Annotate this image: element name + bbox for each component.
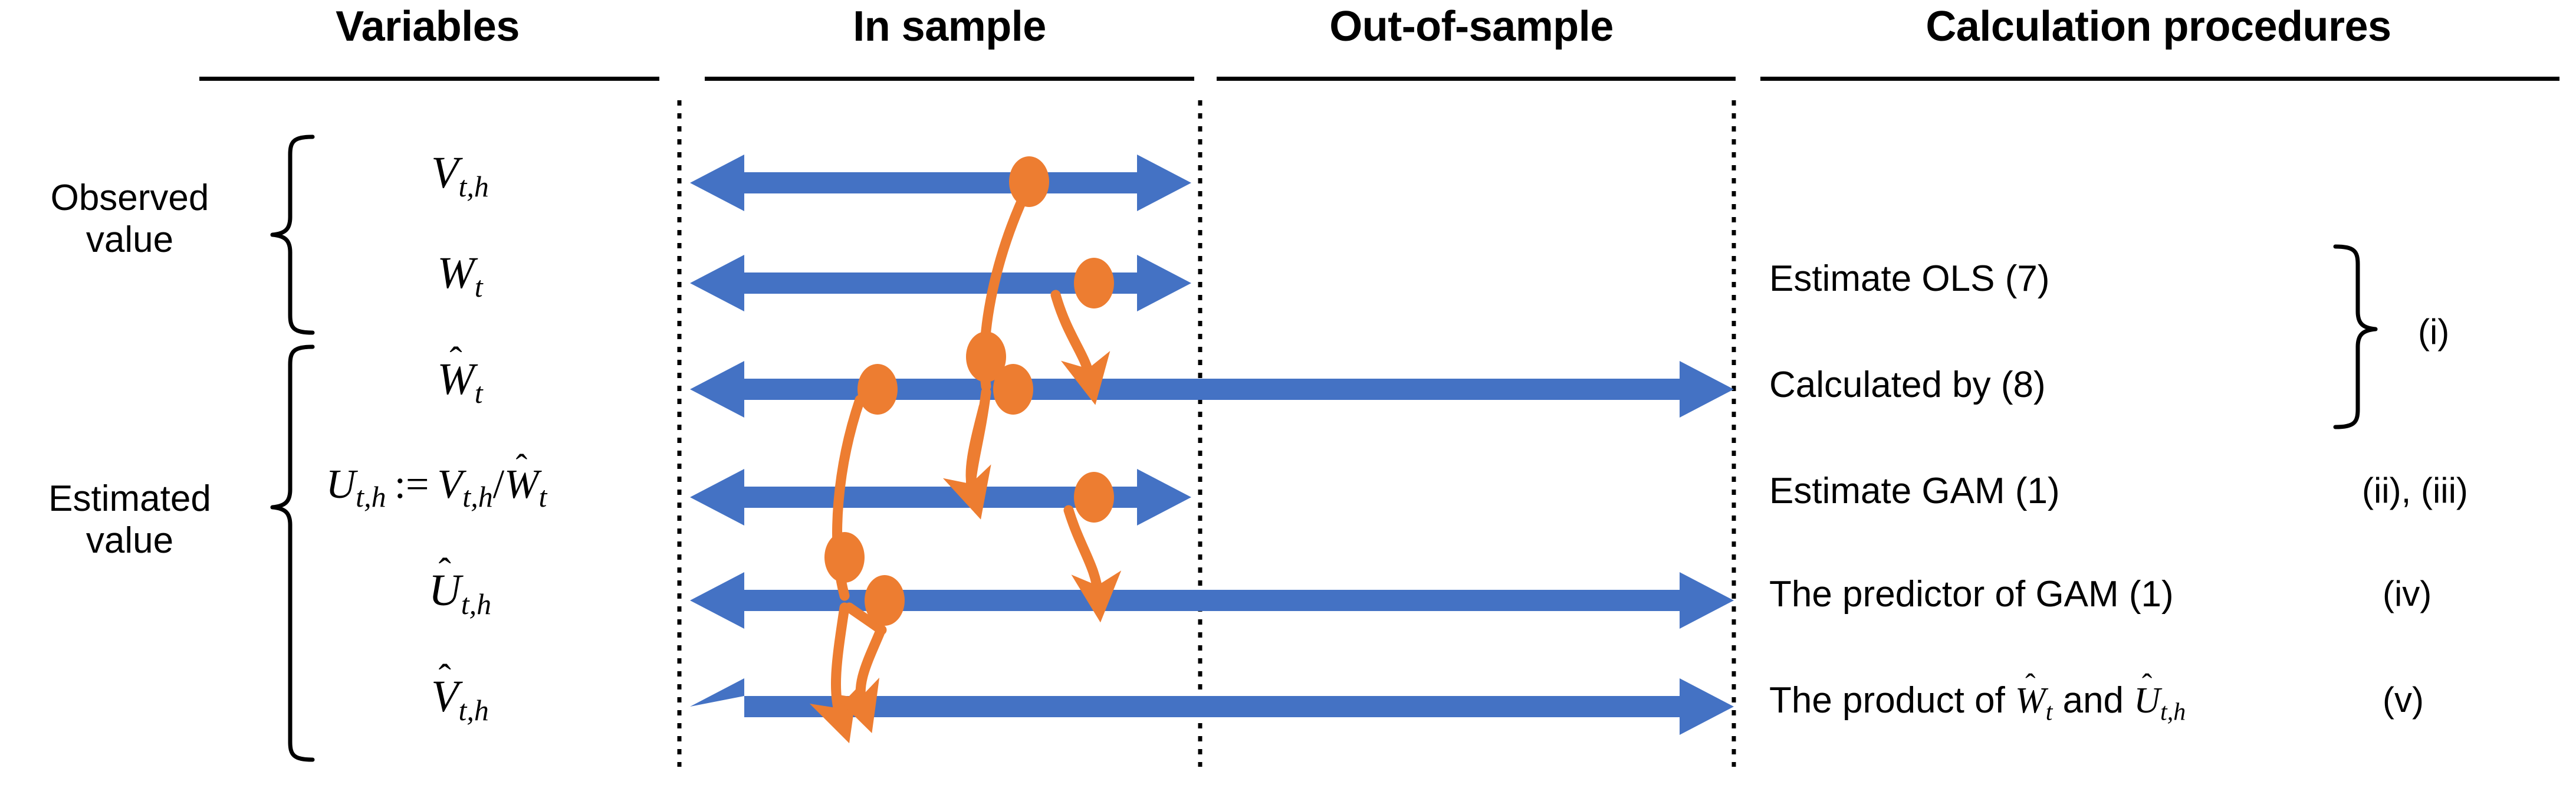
procedure-text-gam-predictor: The predictor of GAM (1) [1769, 574, 2174, 615]
variable-cell-u-hat-th: ̂Ut,h [428, 566, 492, 620]
column-header-out-of-sample: Out-of-sample [1329, 3, 1614, 50]
variable-cell-v-th: Vt,h [431, 148, 489, 203]
left-curly-brace-icon [270, 344, 315, 762]
orange-node-dot-icon [966, 331, 1006, 382]
orange-node-dot-icon [1074, 472, 1114, 523]
variable-cell-w-t: Wt [437, 248, 483, 303]
double-headed-arrow-icon [690, 361, 1734, 418]
double-headed-arrow-icon [690, 255, 1191, 311]
group-label-observed-value: Observed value [50, 178, 209, 261]
orange-flow-curve-icon [844, 602, 887, 635]
group-label-estimated-value: Estimated value [48, 478, 211, 562]
double-headed-arrow-icon [690, 469, 1191, 526]
right-curly-brace-icon [2333, 244, 2378, 429]
orange-flow-curve-icon [1063, 505, 1122, 623]
double-headed-arrow-icon [690, 155, 1191, 211]
roman-numeral-i: (i) [2418, 312, 2450, 352]
column-header-in-sample: In sample [853, 3, 1046, 50]
double-headed-arrow-icon [690, 572, 1734, 629]
orange-flow-curve-icon [832, 627, 885, 734]
column-header-variables: Variables [336, 3, 520, 50]
orange-node-dot-icon [1074, 258, 1114, 308]
procedure-product-mid: and [2052, 680, 2134, 721]
variable-cell-w-hat-t: ̂Wt [437, 354, 483, 409]
orange-node-dot-icon [857, 364, 898, 415]
roman-numeral-v: (v) [2383, 680, 2424, 720]
procedure-product-prefix: The product of [1769, 680, 2016, 721]
double-headed-arrow-icon [690, 678, 1734, 735]
variable-cell-u-th-definition: Ut,h := Vt,h/̂Wt [326, 462, 547, 513]
procedure-text-calculated-by-8: Calculated by (8) [1769, 365, 2046, 405]
orange-node-dot-icon [865, 575, 905, 626]
orange-flow-curve-icon [1050, 290, 1110, 405]
variable-cell-v-hat-th: ̂Vt,h [431, 672, 489, 727]
roman-numeral-iv: (iv) [2383, 574, 2432, 613]
header-rule-in-sample [705, 77, 1194, 81]
procedure-text-product: The product of ̂Wt and ̂Ut,h [1769, 680, 2186, 726]
orange-node-dot-icon [1009, 156, 1049, 207]
orange-node-dot-icon [824, 532, 865, 583]
orange-flow-curve-icon [942, 402, 991, 520]
procedure-text-estimate-gam: Estimate GAM (1) [1769, 471, 2060, 511]
procedure-text-ols: Estimate OLS (7) [1769, 258, 2050, 299]
header-rule-variables [199, 77, 659, 81]
left-curly-brace-icon [270, 134, 315, 335]
orange-node-dot-icon [993, 364, 1033, 415]
header-rule-calculation-procedures [1760, 77, 2559, 81]
column-header-calculation-procedures: Calculation procedures [1926, 3, 2391, 50]
header-rule-out-of-sample [1217, 77, 1736, 81]
roman-numeral-ii-iii: (ii), (iii) [2362, 471, 2468, 510]
